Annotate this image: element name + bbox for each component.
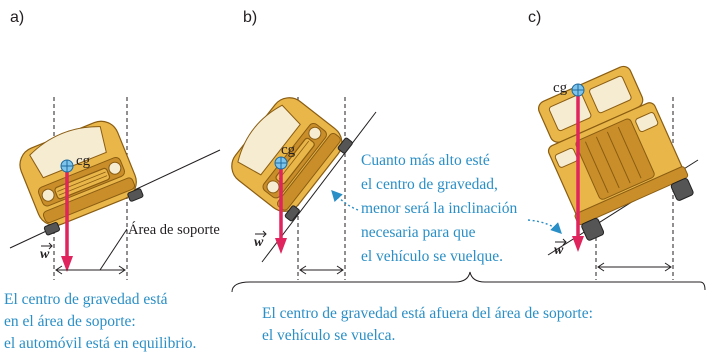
caption-bc-line-2: el vehículo se vuelca.	[262, 327, 395, 344]
brace-bc	[231, 271, 706, 293]
caption-bc: El centro de gravedad está afuera del ár…	[262, 305, 593, 344]
caption-a-line-3: el automóvil está en equilibrio.	[4, 335, 196, 352]
dotted-pointer-b	[331, 189, 359, 211]
note-line-4: necesaria para que	[361, 224, 476, 241]
weight-label-a: w	[40, 247, 50, 262]
weight-label-b: w	[254, 235, 264, 250]
weight-arrowhead-b	[275, 238, 287, 254]
note-line-1: Cuanto más alto esté	[361, 152, 490, 169]
cg-label-c: cg	[553, 80, 568, 96]
cg-label-a: cg	[76, 153, 91, 169]
panel-a: cg w Área de soporte	[9, 97, 221, 280]
weight-arrowhead-c	[572, 236, 584, 252]
car-a	[19, 120, 144, 236]
panel-b: cg w	[231, 97, 377, 280]
note-line-5: el vehículo se vuelque.	[361, 248, 503, 265]
caption-a-line-1: El centro de gravedad está	[4, 291, 168, 308]
caption-a-line-2: en el área de soporte:	[4, 313, 136, 330]
note-line-3: menor será la inclinación	[361, 200, 517, 217]
panel-b-label: b)	[243, 9, 257, 26]
weight-arrowhead-a	[61, 256, 73, 272]
car-b	[231, 97, 353, 222]
panel-a-label: a)	[10, 9, 24, 26]
weight-label-c: w	[554, 243, 564, 258]
height-note: Cuanto más alto esté el centro de graved…	[361, 152, 517, 265]
caption-bc-line-1: El centro de gravedad está afuera del ár…	[262, 305, 593, 322]
support-area-label: Área de soporte	[128, 221, 220, 238]
panel-c: cg w	[527, 65, 699, 280]
note-line-2: el centro de gravedad,	[361, 176, 498, 193]
support-leader-a	[99, 228, 128, 271]
dotted-pointer-c	[527, 219, 562, 234]
cg-label-b: cg	[281, 142, 296, 158]
caption-a: El centro de gravedad está en el área de…	[4, 291, 196, 352]
truck-c	[537, 65, 694, 241]
panel-c-label: c)	[528, 9, 541, 26]
